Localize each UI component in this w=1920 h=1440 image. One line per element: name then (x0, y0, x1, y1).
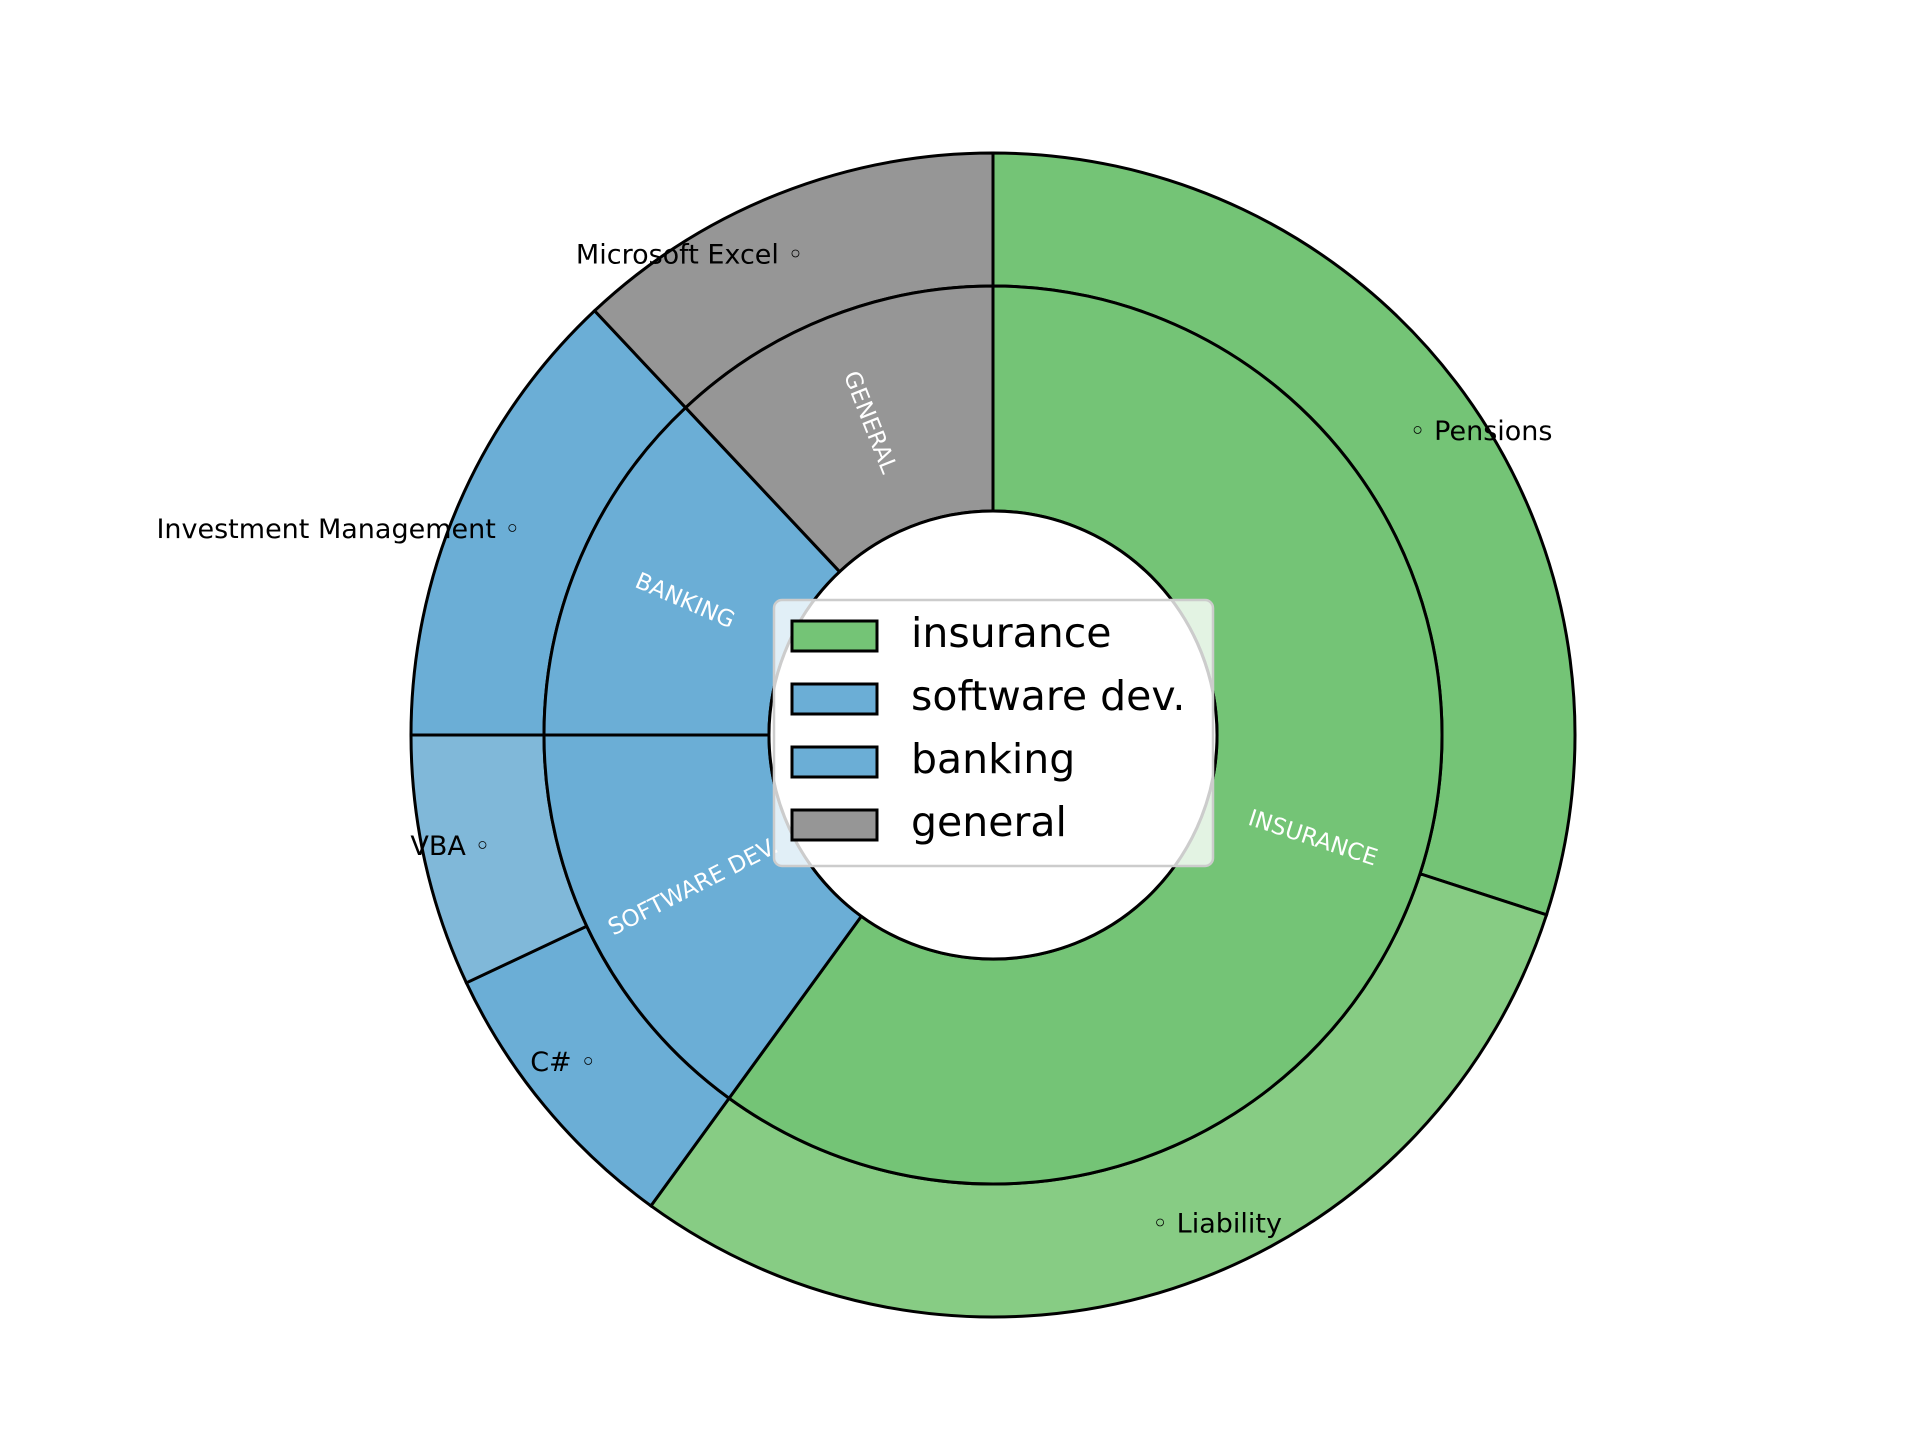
legend-swatch-software-dev (790, 682, 879, 716)
legend-swatch-banking (790, 745, 879, 779)
outer-label-pensions: ◦ Pensions (1410, 416, 1553, 447)
legend-label-banking: banking (911, 735, 1075, 783)
outer-label-investment-management: Investment Management ◦ (156, 514, 520, 545)
legend: insurance software dev. banking general (772, 598, 1215, 868)
legend-swatch-general (790, 808, 879, 842)
legend-frame (772, 598, 1215, 868)
legend-label-general: general (911, 798, 1067, 846)
outer-label-csharp: C# ◦ (530, 1047, 596, 1078)
legend-label-insurance: insurance (911, 609, 1111, 657)
outer-label-vba: VBA ◦ (410, 831, 490, 862)
outer-labels: ◦ Pensions ◦ Liability C# ◦ VBA ◦ Investment… (156, 240, 1552, 1240)
legend-label-software-dev: software dev. (911, 672, 1185, 720)
legend-swatch-insurance (790, 619, 879, 653)
outer-label-liability: ◦ Liability (1152, 1208, 1282, 1239)
outer-label-microsoft-excel: Microsoft Excel ◦ (576, 240, 803, 271)
